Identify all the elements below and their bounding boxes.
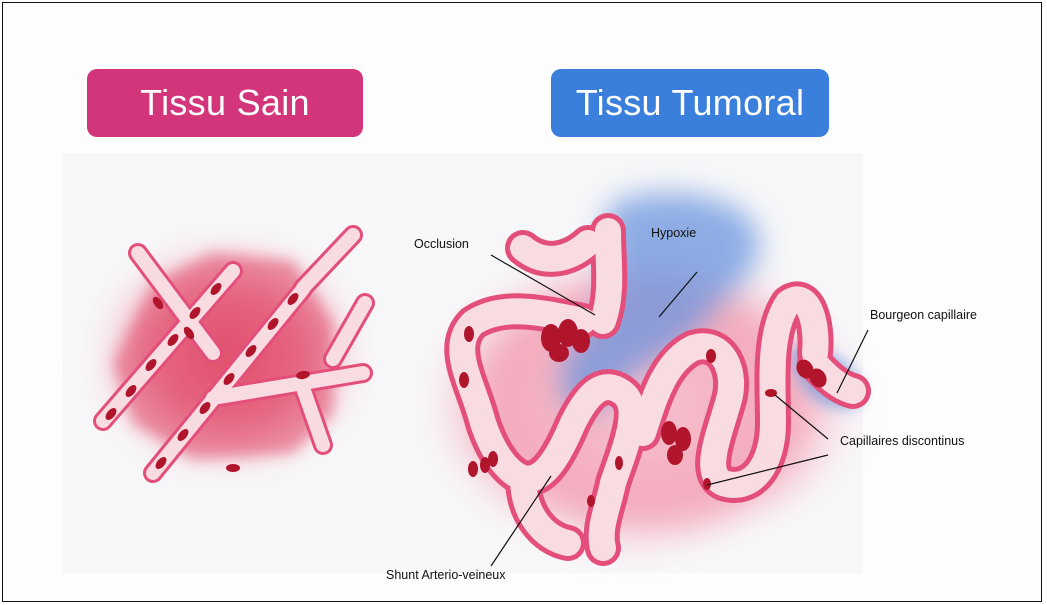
vasculature-illustration: Occlusion Hypoxie Bourgeon capillaire Ca… <box>3 3 1042 602</box>
occlusion-label: Occlusion <box>414 237 469 251</box>
capillaires-discontinus-label: Capillaires discontinus <box>840 434 964 448</box>
healthy-tissue-diagram <box>85 231 371 481</box>
hypoxia-label: Hypoxie <box>651 226 696 240</box>
shunt-label: Shunt Arterio-veineux <box>386 568 506 582</box>
bourgeon-capillaire-label: Bourgeon capillaire <box>870 308 977 322</box>
